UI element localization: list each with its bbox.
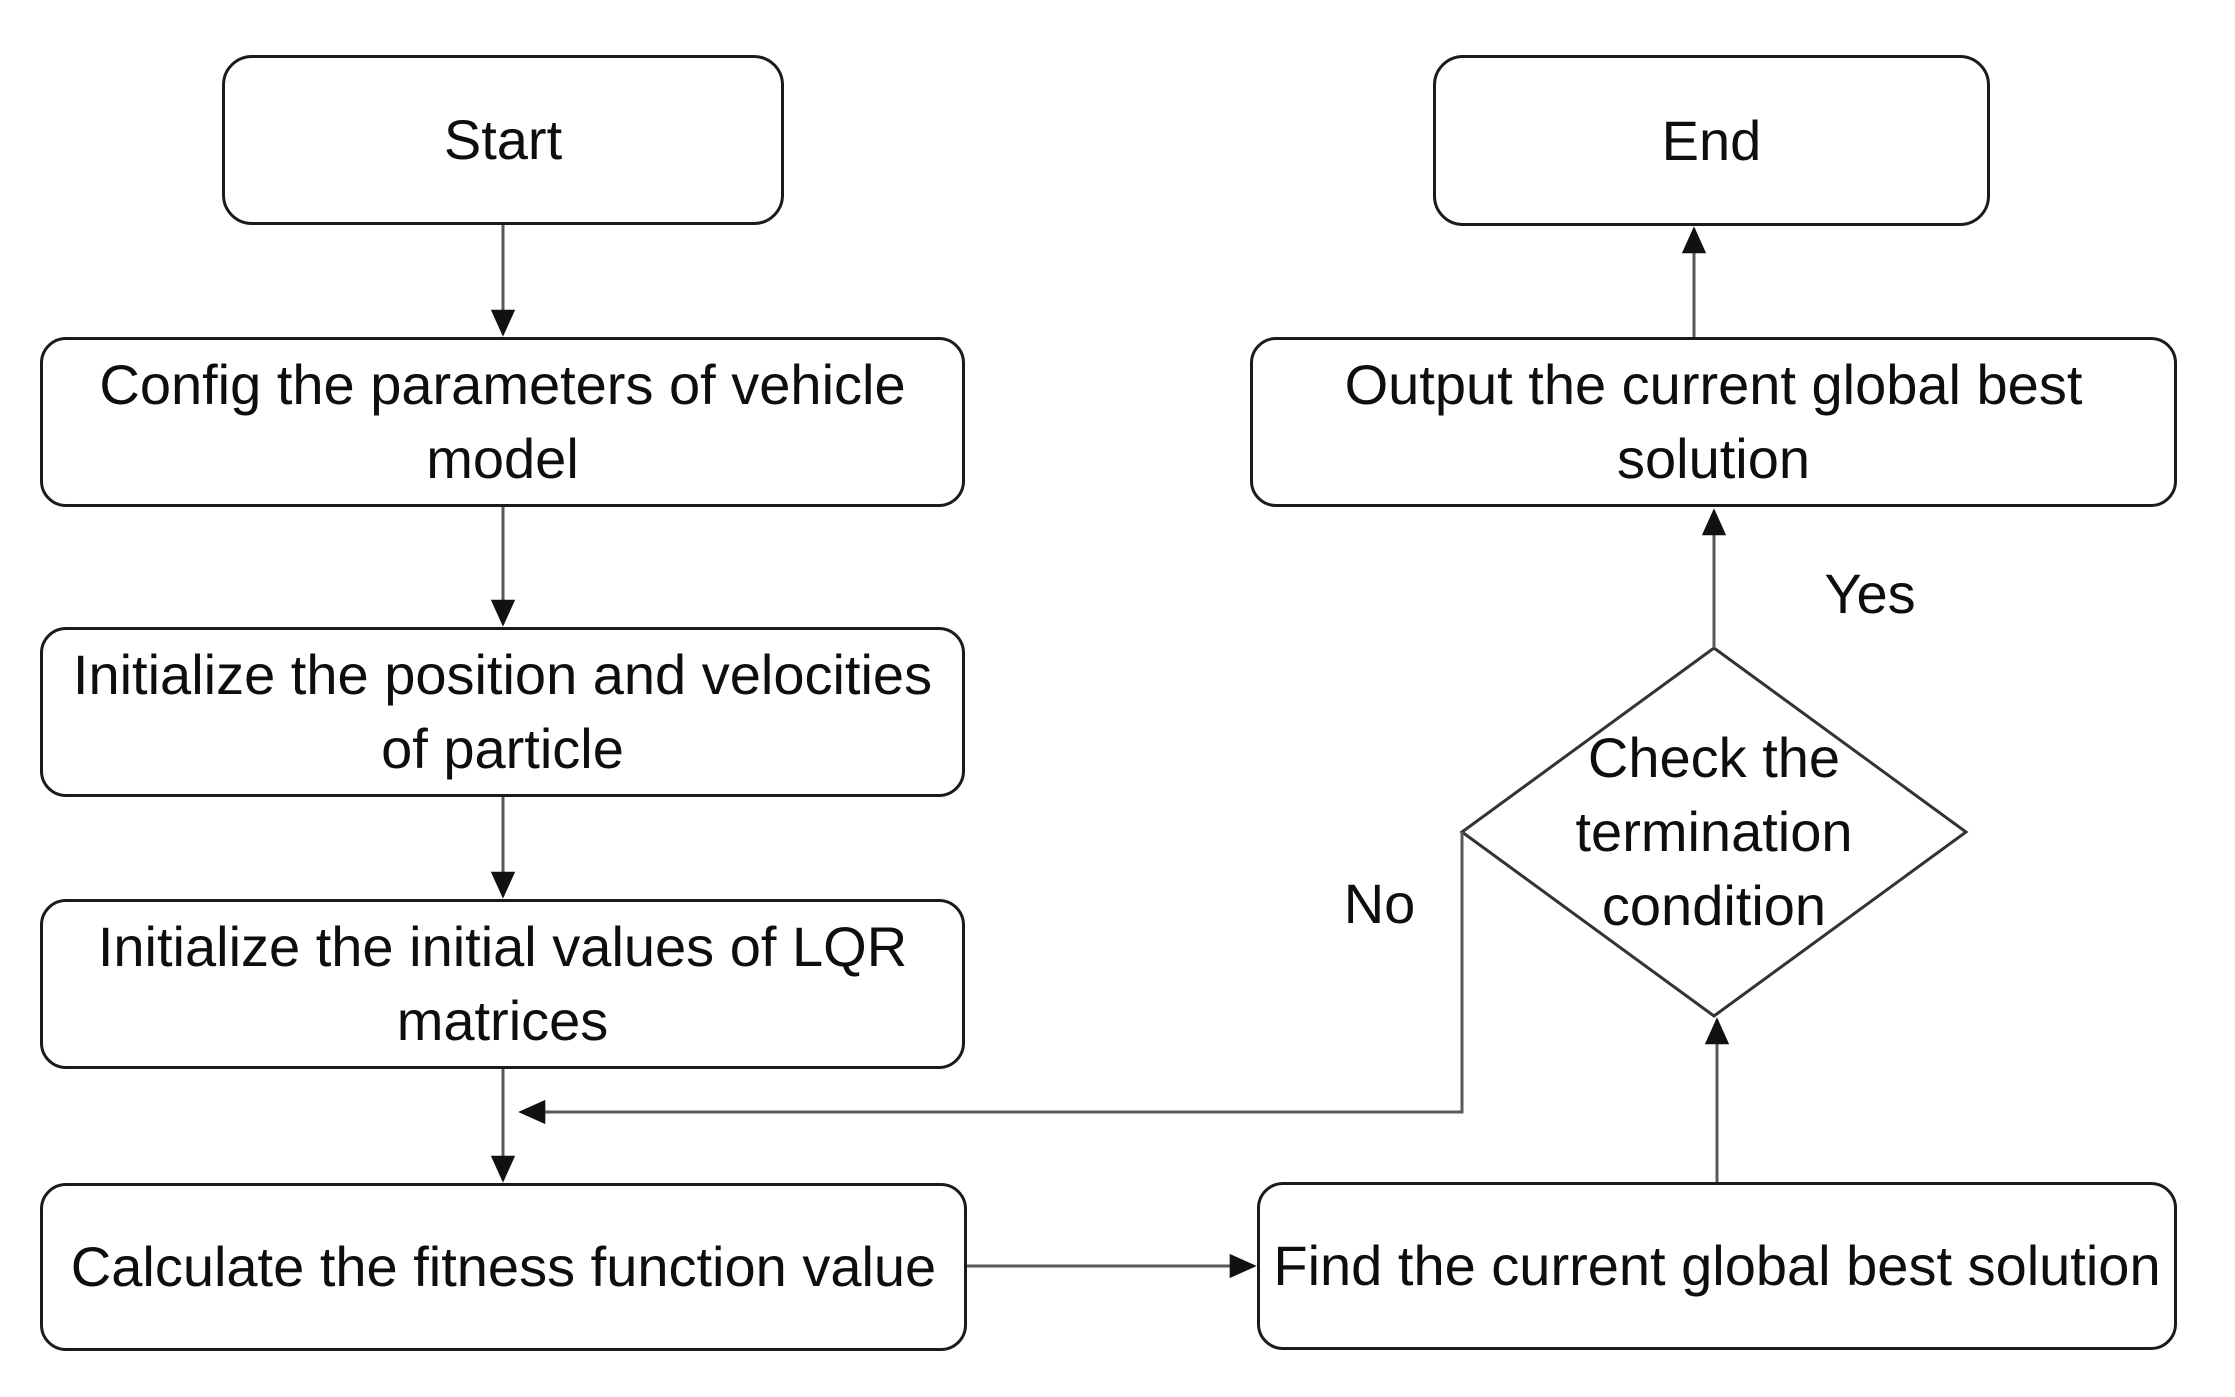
find-global-best-node: Find the current global best solution (1257, 1182, 2177, 1350)
yes-edge-label: Yes (1824, 562, 1916, 625)
config-parameters-node: Config the parameters of vehicle model (40, 337, 965, 507)
calculate-fitness-node: Calculate the fitness function value (40, 1183, 967, 1351)
initialize-lqr-matrices-node: Initialize the initial values of LQR mat… (40, 899, 965, 1069)
edge-diamond-no-return-loop (518, 832, 1464, 1125)
start-node: Start (222, 55, 784, 225)
check-termination-decision-label: Check the termination condition (1575, 726, 1853, 937)
no-edge-label: No (1343, 872, 1416, 935)
output-global-best-node: Output the current global best solution (1250, 337, 2177, 507)
end-node: End (1433, 55, 1990, 226)
decision-diamond-shape (1459, 646, 1969, 1018)
initialize-particles-node: Initialize the position and velocities o… (40, 627, 965, 797)
